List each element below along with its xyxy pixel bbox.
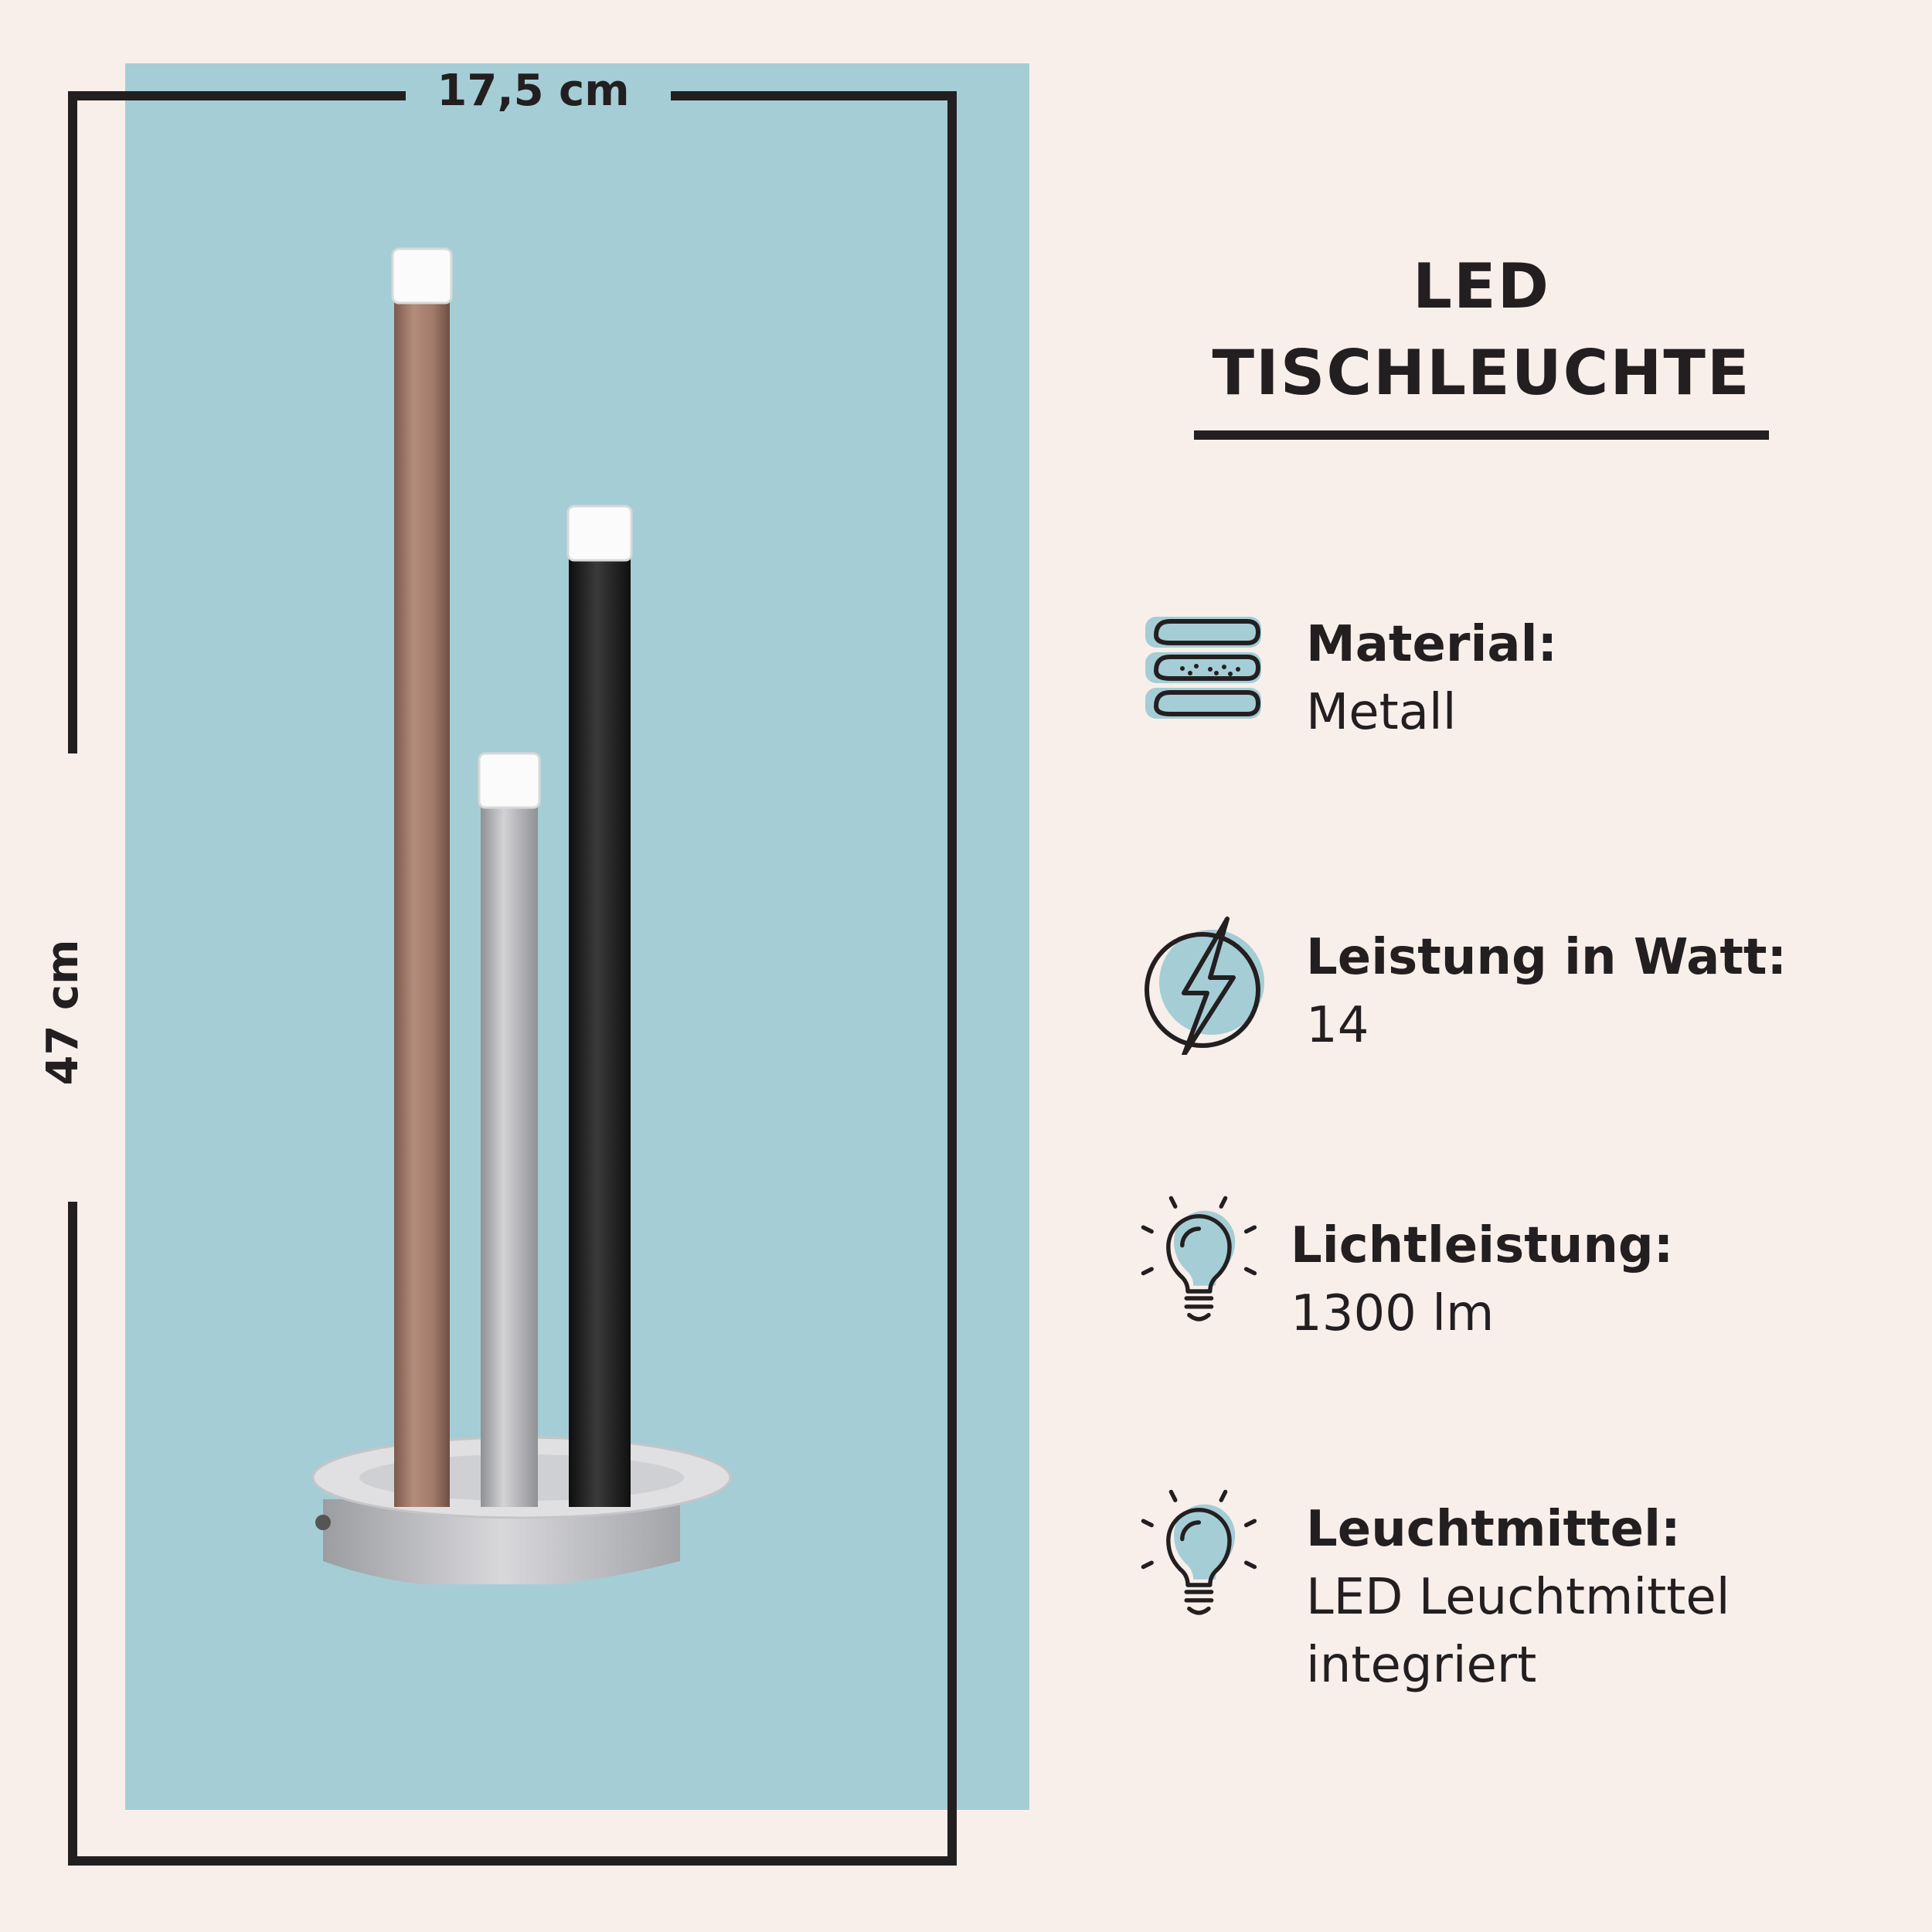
feature-label: Lichtleistung:	[1291, 1217, 1674, 1274]
lightning-bolt-icon	[1145, 917, 1264, 1055]
title-underline	[1194, 430, 1769, 440]
bracket-right	[947, 91, 957, 1866]
rod-bronze	[391, 247, 453, 1507]
rod-black	[566, 505, 633, 1507]
feature-label: Leistung in Watt:	[1306, 929, 1787, 986]
feature-label: Leuchtmittel:	[1306, 1501, 1681, 1558]
bracket-top-right	[671, 91, 957, 100]
feature-bulb-type: Leuchtmittel: LED Leuchtmittel integrier…	[1306, 1495, 1730, 1699]
bracket-left-top	[68, 91, 77, 753]
bracket-left-bottom	[68, 1202, 77, 1866]
height-dimension-label: 47 cm	[38, 939, 88, 1086]
bracket-top-left	[68, 91, 406, 100]
feature-value-line-2: integriert	[1306, 1637, 1537, 1694]
material-layers-icon	[1145, 617, 1261, 719]
feature-power: Leistung in Watt: 14	[1306, 923, 1787, 1060]
product-title: LED TISCHLEUCHTE	[1194, 243, 1769, 417]
width-dimension-label: 17,5 cm	[437, 66, 630, 116]
rod-silver	[478, 752, 541, 1507]
feature-value: 14	[1306, 997, 1369, 1054]
feature-value: 1300 lm	[1291, 1285, 1495, 1342]
light-bulb-icon	[1141, 1196, 1257, 1321]
feature-label: Material:	[1306, 616, 1558, 673]
title-line-1: LED	[1412, 250, 1551, 322]
light-bulb-icon	[1141, 1489, 1257, 1615]
feature-value: Metall	[1306, 684, 1457, 741]
feature-material: Material: Metall	[1306, 611, 1557, 747]
title-line-2: TISCHLEUCHTE	[1212, 337, 1751, 409]
bracket-bottom	[68, 1856, 957, 1866]
feature-luminous-flux: Lichtleistung: 1300 lm	[1291, 1212, 1673, 1348]
lamp-illustration	[311, 247, 732, 1584]
feature-value-line-1: LED Leuchtmittel	[1306, 1569, 1730, 1626]
